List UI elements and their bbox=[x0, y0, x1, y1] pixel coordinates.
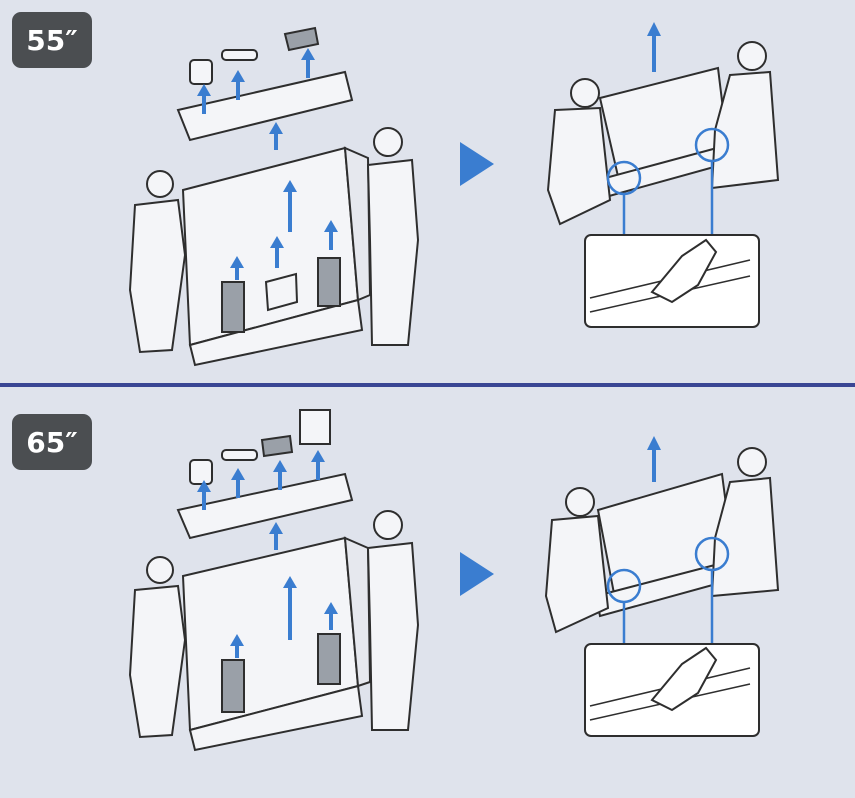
hand-grip-icon bbox=[650, 646, 718, 712]
grip-callouts bbox=[606, 536, 730, 644]
size-badge-55: 55″ bbox=[12, 12, 92, 68]
person-left bbox=[128, 556, 187, 739]
person-lift-right bbox=[710, 447, 780, 598]
person-lift-left bbox=[546, 78, 612, 226]
tv-box bbox=[181, 146, 372, 367]
next-step-arrow-icon bbox=[460, 142, 494, 186]
unboxing-illustration-55 bbox=[128, 22, 780, 367]
section-divider bbox=[0, 383, 855, 387]
grip-callouts bbox=[606, 127, 730, 236]
person-right bbox=[366, 127, 420, 346]
accessory-tray bbox=[176, 409, 354, 540]
person-left bbox=[128, 170, 187, 354]
size-badge-65: 65″ bbox=[12, 414, 92, 470]
accessory-tray bbox=[176, 26, 354, 142]
unboxing-illustration-65 bbox=[128, 409, 780, 752]
lift-arrow-up bbox=[647, 22, 661, 72]
hand-grip-icon bbox=[650, 238, 718, 304]
person-lift-right bbox=[710, 41, 780, 190]
tv-panel-lift bbox=[596, 66, 734, 200]
person-right bbox=[366, 510, 420, 731]
person-lift-left bbox=[544, 487, 610, 634]
tv-box bbox=[181, 536, 372, 752]
panel-65-inch: 65″ bbox=[0, 390, 855, 798]
lift-arrows bbox=[197, 450, 338, 658]
next-step-arrow-icon bbox=[460, 552, 494, 596]
panel-55-inch: 55″ bbox=[0, 0, 855, 384]
lift-arrows bbox=[197, 48, 338, 280]
lift-arrow-up bbox=[647, 436, 661, 482]
